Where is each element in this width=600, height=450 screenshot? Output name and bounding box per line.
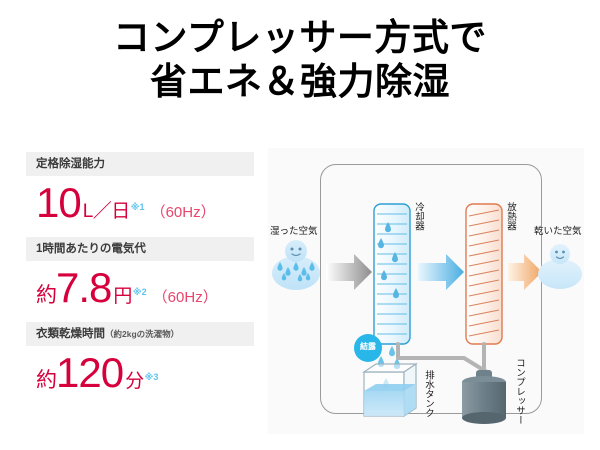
- spec-approx: 約: [36, 369, 57, 392]
- cooler-unit: [373, 203, 411, 345]
- page-title: コンプレッサー方式で 省エネ＆強力除湿: [0, 16, 600, 104]
- appliance-body-outline: [320, 164, 542, 414]
- drain-tank-label: 排水タンク: [423, 370, 434, 418]
- outlet-airflow-arrow: [508, 254, 542, 290]
- radiator-unit: [465, 203, 503, 345]
- drain-tank-shape: [362, 362, 418, 418]
- inlet-airflow-arrow: [326, 254, 372, 290]
- spec-frequency: （60Hz）: [152, 289, 218, 306]
- spec-footnote-marker: ※1: [130, 202, 145, 212]
- humid-air-icon: [272, 240, 320, 290]
- spec-label: 定格除湿能力: [26, 152, 254, 176]
- condensation-badge-label: 結露: [360, 342, 376, 351]
- spec-value: 約 7.8 円 ※2 （60Hz）: [26, 261, 254, 311]
- dehumidifier-flow-diagram: 湿った空気 乾いた空気 冷却器 放熱器 結露 排水タンク コンプレッサー: [268, 148, 584, 434]
- condensation-badge-shape: [354, 334, 382, 362]
- spec-unit: 分: [125, 371, 144, 392]
- spec-footnote-marker: ※2: [132, 287, 147, 297]
- dry-air-label: 乾いた空気: [534, 226, 582, 237]
- spec-approx: 約: [36, 284, 57, 307]
- spec-frequency: （60Hz）: [150, 204, 216, 221]
- spec-value: 約 120 分 ※3: [26, 346, 254, 396]
- spec-label: 1時間あたりの電気代: [26, 237, 254, 261]
- spec-list: 定格除湿能力 10 L／日 ※1 （60Hz） 1時間あたりの電気代 約 7.8…: [26, 152, 254, 407]
- cooler-label: 冷却器: [413, 202, 424, 231]
- spec-label-text: 1時間あたりの電気代: [36, 243, 146, 255]
- spec-label-text: 衣類乾燥時間: [36, 328, 105, 340]
- radiator-label: 放熱器: [505, 202, 516, 231]
- spec-unit: 円: [113, 286, 132, 307]
- compressor-label: コンプレッサー: [514, 358, 525, 425]
- title-line-2: 省エネ＆強力除湿: [150, 61, 450, 102]
- spec-number: 10: [36, 179, 82, 226]
- spec-label: 衣類乾燥時間（約2kgの洗濯物）: [26, 322, 254, 346]
- spec-item-dehumidify-capacity: 定格除湿能力 10 L／日 ※1 （60Hz）: [26, 152, 254, 226]
- spec-number: 7.8: [56, 264, 112, 311]
- spec-item-laundry-drying-time: 衣類乾燥時間（約2kgの洗濯物） 約 120 分 ※3: [26, 322, 254, 396]
- spec-label-text: 定格除湿能力: [36, 158, 105, 170]
- spec-footnote-marker: ※3: [144, 372, 159, 382]
- cooled-airflow-arrow: [418, 254, 464, 290]
- spec-number: 120: [56, 349, 124, 396]
- title-line-1: コンプレッサー方式で: [113, 17, 487, 58]
- humid-air-label: 湿った空気: [270, 226, 318, 237]
- spec-unit: L／日: [82, 201, 131, 222]
- compressor-shape: [462, 370, 506, 424]
- diagram-graphics: [272, 203, 582, 424]
- spec-value: 10 L／日 ※1 （60Hz）: [26, 176, 254, 226]
- spec-sublabel-text: （約2kgの洗濯物）: [105, 329, 180, 339]
- spec-item-hourly-electricity-cost: 1時間あたりの電気代 約 7.8 円 ※2 （60Hz）: [26, 237, 254, 311]
- dry-air-icon: [538, 244, 582, 289]
